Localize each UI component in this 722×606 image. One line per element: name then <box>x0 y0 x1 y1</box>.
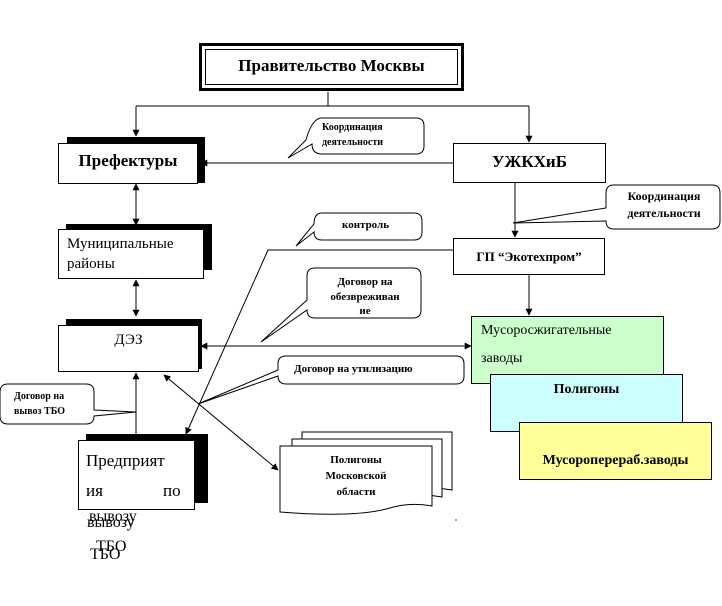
gov-split-line <box>136 92 529 107</box>
region-label-line2: Московской <box>325 470 387 482</box>
removal-text-line1: Договор на <box>14 391 65 402</box>
removal-text-line2: вывоз ТБО <box>14 406 66 417</box>
government-label: Правительство Москвы <box>238 56 425 75</box>
government-box: Правительство Москвы <box>199 43 464 91</box>
uzhkkhib-label: УЖКХиБ <box>492 152 567 171</box>
government-inner-box <box>205 49 458 85</box>
enterprises-label-line3: вывозу <box>89 508 137 525</box>
coord2-text-line1: Координация <box>627 189 701 203</box>
callout-neutral <box>260 267 422 343</box>
neutral-text-line1: Договор на <box>337 276 393 288</box>
doc-front <box>279 445 433 515</box>
uzhkkhib-box: УЖКХиБ <box>453 143 606 183</box>
stray-dot <box>455 519 457 521</box>
neutral-text-line2: обезвреживан <box>330 291 400 303</box>
callout-removal <box>0 383 137 425</box>
callout-coord1 <box>287 117 425 159</box>
enterprises-ghost-line3: вывозу <box>87 514 135 531</box>
ekotekhprom-label: ГП “Экотехпром” <box>476 249 582 264</box>
arrow-dez-region <box>163 374 279 471</box>
enterprises-label-line2b: по <box>163 481 181 500</box>
landfills-label: Полигоны <box>553 382 620 397</box>
incineration-label-line1: Мусоросжигательные <box>481 323 612 338</box>
prefectures-box: Префектуры <box>58 143 198 184</box>
municipal-label-line2: районы <box>67 256 115 272</box>
enterprises-label-line4: ТБО <box>96 538 127 555</box>
control-line <box>185 249 453 435</box>
incineration-box: Мусоросжигательные заводы <box>471 316 664 384</box>
incineration-label-line2: заводы <box>481 351 523 366</box>
enterprises-label-line2a: ия <box>86 481 103 500</box>
ekotekhprom-box: ГП “Экотехпром” <box>453 238 605 275</box>
dez-label: ДЭЗ <box>114 332 143 348</box>
callout-control <box>295 212 423 247</box>
region-label-line3: области <box>336 486 376 498</box>
coord1-text-line2: деятельности <box>322 137 384 148</box>
enterprises-ghost-line4: ТБО <box>90 546 121 563</box>
enterprises-box: Предприят ия по <box>78 440 195 510</box>
dez-box: ДЭЗ <box>58 325 199 372</box>
municipal-box: Муниципальные районы <box>58 229 204 279</box>
coord1-text-line1: Координация <box>322 122 383 133</box>
region-label-line1: Полигоны <box>330 454 382 466</box>
coord2-text-line2: деятельности <box>627 206 701 220</box>
recycling-label: Мусороперераб.заводы <box>542 453 689 468</box>
neutral-text-line3: ие <box>359 305 371 317</box>
prefectures-label: Префектуры <box>78 151 178 170</box>
callout-coord2 <box>512 184 721 230</box>
recycling-box: Мусороперераб.заводы <box>519 422 712 480</box>
enterprises-label-line1: Предприят <box>86 451 165 470</box>
callout-utilization <box>197 355 465 405</box>
control-text: контроль <box>342 219 390 231</box>
municipal-label-line1: Муниципальные <box>67 236 174 252</box>
utilization-text: Договор на утилизацию <box>294 363 413 375</box>
